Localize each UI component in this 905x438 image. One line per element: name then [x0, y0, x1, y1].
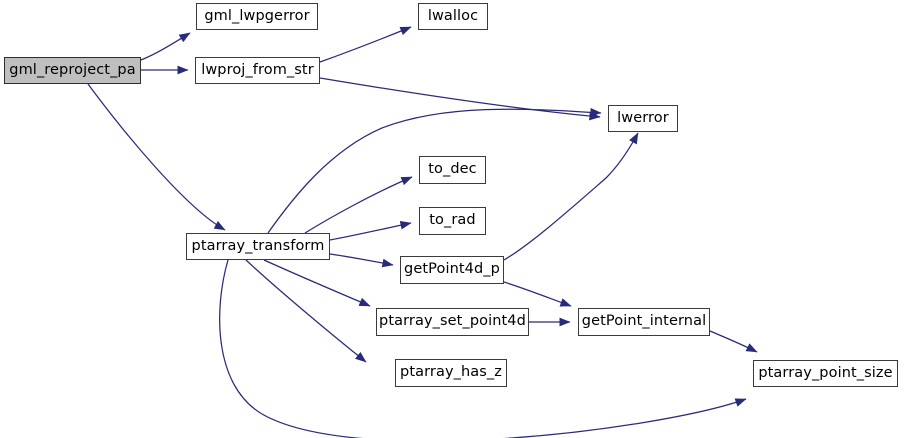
graph-node-label: to_rad: [429, 212, 476, 229]
graph-edge-getPoint4d_p-to-getPoint_internal: [503, 281, 572, 307]
graph-node-label: ptarray_transform: [191, 237, 325, 254]
graph-edge-lwproj_from_str-to-lwerror: [319, 77, 601, 121]
graph-node-label: lwproj_from_str: [201, 61, 314, 78]
graph-edge-ptarray_transform-to-ptarray_point_size: [219, 259, 747, 438]
graph-node-label: ptarray_set_point4d: [379, 313, 526, 330]
graph-edge-ptarray_transform-to-to_dec: [304, 176, 413, 234]
graph-node-label: lwerror: [617, 109, 669, 126]
graph-edge-ptarray_transform-to-to_rad: [329, 220, 412, 241]
graph-edges: [87, 26, 758, 438]
graph-node-label: ptarray_point_size: [758, 364, 893, 381]
graph-node-label: gml_lwpgerror: [204, 7, 310, 24]
graph-node-ptarray_has_z[interactable]: ptarray_has_z: [395, 359, 507, 387]
graph-edge-lwproj_from_str-to-lwalloc: [319, 26, 412, 63]
graph-edge-getPoint4d_p-to-lwerror: [503, 132, 639, 261]
graph-node-getPoint_internal[interactable]: getPoint_internal: [578, 308, 710, 336]
graph-node-label: getPoint_internal: [581, 313, 707, 330]
graph-edge-ptarray_transform-to-lwerror: [267, 107, 602, 234]
graph-edge-gml_reproject_pa-to-ptarray_transform: [87, 83, 226, 231]
graph-node-lwalloc[interactable]: lwalloc: [418, 3, 488, 30]
graph-edge-ptarray_transform-to-getPoint4d_p: [329, 253, 394, 268]
graph-node-label: lwalloc: [427, 7, 479, 24]
graph-node-to_dec[interactable]: to_dec: [419, 156, 486, 184]
graph-node-gml_lwpgerror[interactable]: gml_lwpgerror: [196, 3, 318, 30]
graph-node-label: to_dec: [428, 161, 477, 178]
graph-node-gml_reproject_pa[interactable]: gml_reproject_pa: [4, 57, 141, 84]
graph-node-lwproj_from_str[interactable]: lwproj_from_str: [195, 57, 320, 84]
graph-node-to_rad[interactable]: to_rad: [419, 207, 486, 235]
graph-node-ptarray_transform[interactable]: ptarray_transform: [186, 233, 330, 260]
graph-edge-getPoint_internal-to-ptarray_point_size: [709, 330, 758, 353]
graph-node-ptarray_set_point4d[interactable]: ptarray_set_point4d: [376, 308, 529, 336]
graph-node-label: ptarray_has_z: [400, 364, 502, 381]
graph-node-lwerror[interactable]: lwerror: [608, 105, 678, 132]
graph-edge-gml_reproject_pa-to-gml_lwpgerror: [140, 32, 191, 61]
graph-edge-ptarray_transform-to-ptarray_has_z: [245, 259, 367, 363]
graph-node-label: getPoint4d_p: [404, 261, 500, 278]
graph-node-label: gml_reproject_pa: [9, 61, 136, 78]
graph-node-ptarray_point_size[interactable]: ptarray_point_size: [753, 360, 898, 387]
graph-edge-ptarray_transform-to-ptarray_set_point4d: [263, 259, 371, 307]
graph-node-getPoint4d_p[interactable]: getPoint4d_p: [400, 256, 504, 284]
